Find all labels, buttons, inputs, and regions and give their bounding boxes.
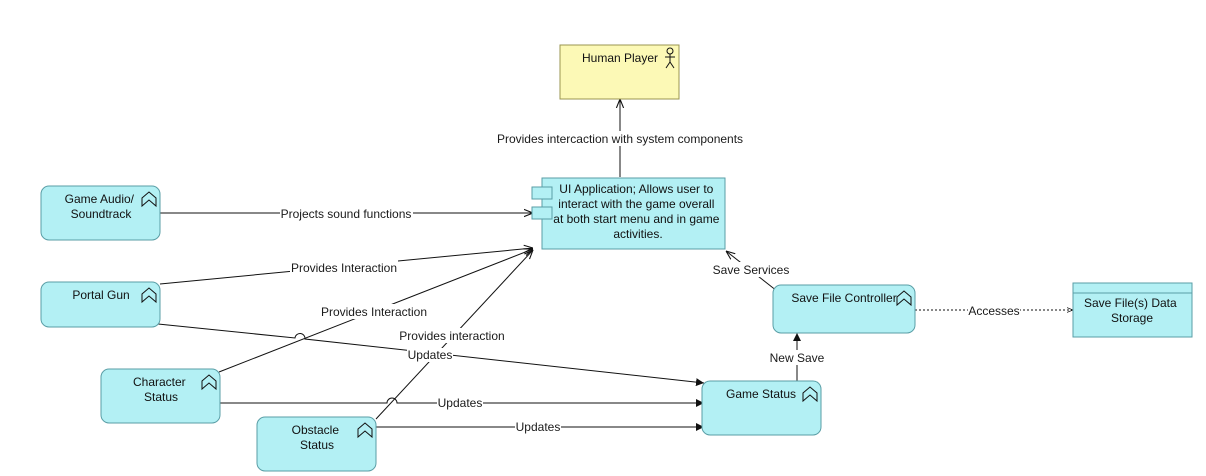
edge-character-to-game[interactable] bbox=[219, 397, 704, 407]
edge-label-character-to-ui: Provides Interaction bbox=[321, 305, 427, 319]
node-save-file-controller-label: Save File Controller bbox=[791, 291, 896, 305]
node-save-file-storage-label: Save File(s) Data Storage bbox=[1084, 296, 1180, 325]
node-game-status-label: Game Status bbox=[726, 387, 796, 401]
function-icon bbox=[201, 374, 217, 391]
node-character-status-label: Character Status bbox=[133, 375, 189, 404]
node-obstacle-status[interactable]: Obstacle Status bbox=[256, 416, 377, 472]
node-obstacle-status-label: Obstacle Status bbox=[292, 423, 343, 452]
node-save-file-controller[interactable]: Save File Controller bbox=[772, 284, 916, 334]
node-save-file-storage[interactable]: Save File(s) Data Storage bbox=[1072, 282, 1193, 338]
node-game-status[interactable]: Game Status bbox=[701, 380, 822, 436]
function-icon bbox=[141, 287, 157, 304]
edge-label-portal-to-game: Updates bbox=[408, 348, 453, 362]
node-portal-gun[interactable]: Portal Gun bbox=[40, 281, 161, 328]
node-ui-application-label: UI Application; Allows user to interact … bbox=[553, 182, 722, 241]
node-game-audio-label: Game Audio/ Soundtrack bbox=[65, 192, 138, 221]
edge-label-game-to-save: New Save bbox=[770, 351, 825, 365]
function-icon bbox=[357, 422, 373, 439]
edge-label-portal-to-ui: Provides Interaction bbox=[291, 261, 397, 275]
edge-label-audio-to-ui: Projects sound functions bbox=[281, 207, 412, 221]
component-icon bbox=[531, 186, 553, 220]
function-icon bbox=[802, 386, 818, 403]
edge-labels: Provides intercaction with system compon… bbox=[280, 131, 1020, 434]
function-icon bbox=[141, 191, 157, 208]
node-game-audio[interactable]: Game Audio/ Soundtrack bbox=[40, 185, 161, 241]
edge-label-obstacle-to-game: Updates bbox=[516, 420, 561, 434]
edge-label-save-to-storage: Accesses bbox=[968, 304, 1019, 318]
actor-icon bbox=[665, 47, 675, 69]
node-portal-gun-label: Portal Gun bbox=[72, 288, 129, 302]
edge-portal-to-game[interactable] bbox=[157, 323, 705, 387]
node-character-status[interactable]: Character Status bbox=[100, 368, 221, 424]
function-icon bbox=[896, 290, 912, 307]
node-human-player[interactable]: Human Player bbox=[559, 44, 680, 100]
edge-label-ui-to-player: Provides intercaction with system compon… bbox=[497, 132, 743, 146]
node-human-player-label: Human Player bbox=[582, 51, 658, 65]
node-ui-application[interactable]: UI Application; Allows user to interact … bbox=[531, 177, 726, 250]
edge-label-character-to-game: Updates bbox=[438, 396, 483, 410]
edge-label-obstacle-to-ui: Provides interaction bbox=[399, 329, 504, 343]
edge-label-save-to-ui: Save Services bbox=[713, 263, 790, 277]
